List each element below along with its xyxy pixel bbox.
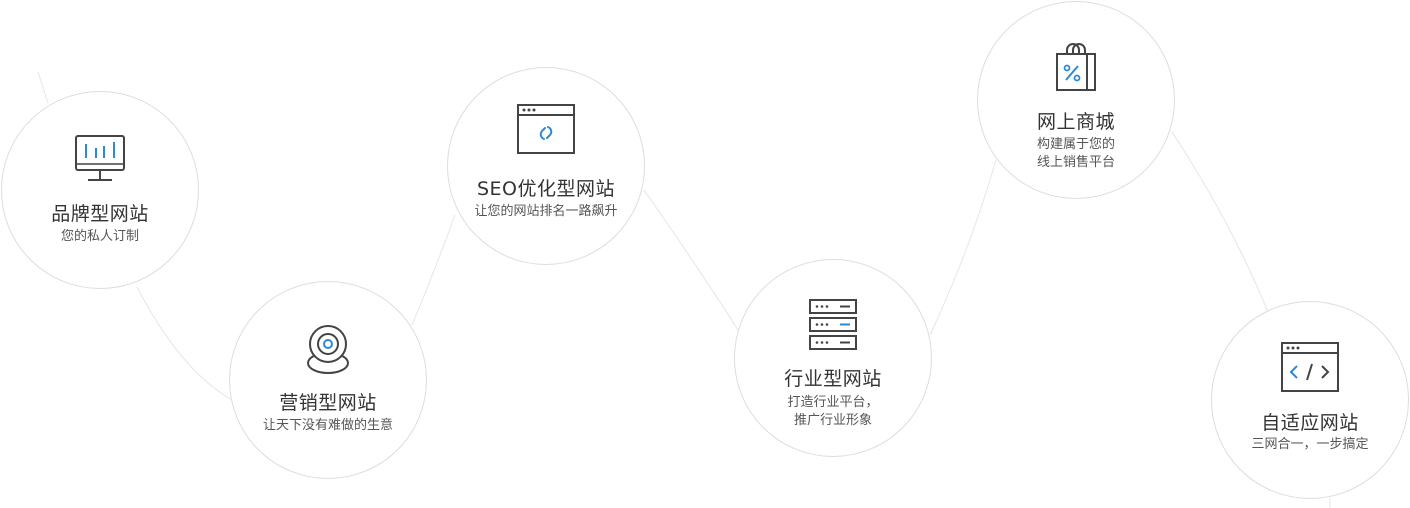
service-desc: 让您的网站排名一路飙升 bbox=[474, 204, 618, 219]
service-desc-line-2: 线上销售平台 bbox=[1036, 155, 1115, 170]
service-title: SEO优化型网站 bbox=[476, 178, 616, 200]
server-icon bbox=[809, 299, 857, 350]
service-desc-line-1: 构建属于您的 bbox=[1036, 137, 1115, 152]
service-title: 自适应网站 bbox=[1261, 412, 1359, 434]
service-desc-line-2: 推广行业形象 bbox=[793, 413, 872, 428]
browser-link-icon bbox=[517, 104, 575, 154]
service-responsive-website[interactable]: 自适应网站 三网合一，一步搞定 bbox=[1211, 301, 1409, 499]
monitor-chart-icon bbox=[75, 135, 125, 181]
browser-code-icon bbox=[1281, 342, 1339, 392]
service-online-mall[interactable]: 网上商城 构建属于您的 线上销售平台 bbox=[977, 1, 1175, 199]
service-title: 行业型网站 bbox=[784, 368, 882, 390]
shopping-bag-icon bbox=[1056, 43, 1096, 91]
service-industry-website[interactable]: 行业型网站 打造行业平台， 推广行业形象 bbox=[734, 259, 932, 457]
service-marketing-website[interactable]: 营销型网站 让天下没有难做的生意 bbox=[229, 281, 427, 479]
service-desc-line-1: 打造行业平台， bbox=[787, 395, 879, 410]
webcam-icon bbox=[307, 325, 349, 374]
service-brand-website[interactable]: 品牌型网站 您的私人订制 bbox=[1, 91, 199, 289]
service-desc: 让天下没有难做的生意 bbox=[262, 418, 393, 433]
service-desc: 您的私人订制 bbox=[60, 229, 139, 244]
service-seo-website[interactable]: SEO优化型网站 让您的网站排名一路飙升 bbox=[447, 67, 645, 265]
service-title: 网上商城 bbox=[1036, 111, 1115, 133]
service-desc: 三网合一，一步搞定 bbox=[1251, 437, 1369, 452]
service-title: 营销型网站 bbox=[279, 392, 377, 414]
service-title: 品牌型网站 bbox=[51, 203, 149, 225]
